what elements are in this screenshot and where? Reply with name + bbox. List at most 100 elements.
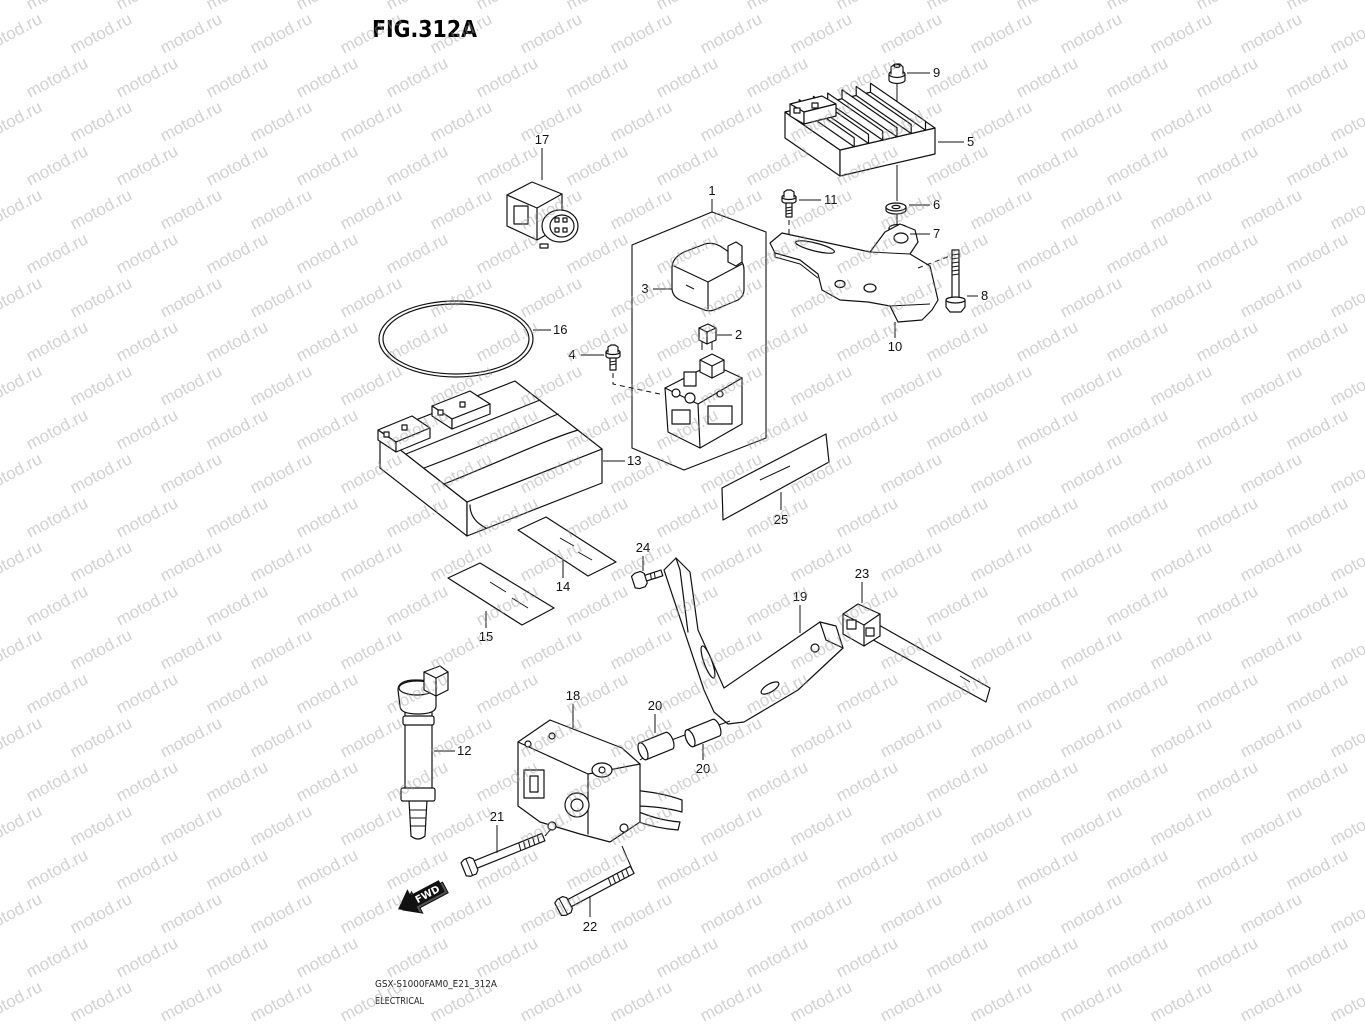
- callout-8: 8: [967, 288, 988, 303]
- callout-1: 1: [708, 183, 716, 212]
- callout-number: 18: [566, 688, 580, 703]
- watermark-text: motod.ru: [113, 405, 181, 453]
- watermark-text: motod.ru: [0, 9, 45, 57]
- watermark-text: motod.ru: [113, 933, 181, 981]
- watermark-text: motod.ru: [1103, 581, 1171, 629]
- watermark-text: motod.ru: [1103, 757, 1171, 805]
- watermark-text: motod.ru: [697, 97, 765, 145]
- watermark-text: motod.ru: [1057, 977, 1125, 1024]
- watermark-text: motod.ru: [113, 53, 181, 101]
- watermark-text: motod.ru: [877, 889, 945, 937]
- watermark-text: motod.ru: [293, 669, 361, 717]
- watermark-text: motod.ru: [1147, 9, 1215, 57]
- watermark-text: motod.ru: [427, 801, 495, 849]
- watermark-text: motod.ru: [1193, 845, 1261, 893]
- watermark-text: motod.ru: [1013, 581, 1081, 629]
- callout-number: 16: [553, 322, 567, 337]
- watermark-text: motod.ru: [0, 977, 45, 1024]
- dashed-assembly-line: [612, 373, 661, 395]
- callout-number: 15: [479, 629, 493, 644]
- watermark-text: motod.ru: [473, 933, 541, 981]
- callout-18: 18: [566, 688, 580, 728]
- watermark-text: motod.ru: [967, 273, 1035, 321]
- starter-relay: [664, 353, 743, 449]
- callout-16: 16: [533, 322, 567, 337]
- watermark-text: motod.ru: [877, 977, 945, 1024]
- watermark-text: motod.ru: [247, 97, 315, 145]
- callout-7: 7: [910, 226, 940, 241]
- watermark-text: motod.ru: [697, 889, 765, 937]
- watermark-text: motod.ru: [0, 537, 45, 585]
- watermark-text: motod.ru: [743, 53, 811, 101]
- watermark-text: motod.ru: [23, 845, 91, 893]
- watermark-text: motod.ru: [1327, 889, 1365, 937]
- watermark-text: motod.ru: [157, 625, 225, 673]
- watermark-text: motod.ru: [563, 933, 631, 981]
- watermark-text: motod.ru: [113, 141, 181, 189]
- watermark-text: motod.ru: [1147, 625, 1215, 673]
- watermark-text: motod.ru: [0, 581, 1, 629]
- callout-2: 2: [717, 327, 742, 342]
- part-23-clamp: [842, 603, 991, 703]
- watermark-text: motod.ru: [1327, 185, 1365, 233]
- part-20-collar-a: [637, 731, 675, 761]
- watermark-text: motod.ru: [1283, 933, 1351, 981]
- watermark-text: motod.ru: [203, 141, 271, 189]
- watermark-text: motod.ru: [1103, 317, 1171, 365]
- watermark-text: motod.ru: [1283, 141, 1351, 189]
- watermark-text: motod.ru: [383, 53, 451, 101]
- watermark-text: motod.ru: [157, 977, 225, 1024]
- callout-number: 7: [933, 226, 940, 241]
- watermark-text: motod.ru: [563, 53, 631, 101]
- watermark-text: motod.ru: [1193, 229, 1261, 277]
- callout-5: 5: [938, 134, 974, 149]
- callout-4: 4: [568, 347, 604, 362]
- watermark-text: motod.ru: [833, 669, 901, 717]
- watermark-text: motod.ru: [1283, 53, 1351, 101]
- watermark-text: motod.ru: [1193, 669, 1261, 717]
- watermark-text: motod.ru: [787, 9, 855, 57]
- watermark-text: motod.ru: [607, 185, 675, 233]
- watermark-text: motod.ru: [1237, 185, 1305, 233]
- watermark-text: motod.ru: [923, 757, 991, 805]
- watermark-text: motod.ru: [0, 361, 45, 409]
- watermark-text: motod.ru: [157, 9, 225, 57]
- watermark-text: motod.ru: [293, 317, 361, 365]
- watermark-text: motod.ru: [247, 801, 315, 849]
- watermark-text: motod.ru: [1237, 625, 1305, 673]
- watermark-text: motod.ru: [697, 9, 765, 57]
- callout-number: 24: [636, 540, 650, 555]
- part-16-band: [378, 300, 534, 378]
- watermark-text: motod.ru: [1013, 845, 1081, 893]
- fwd-arrow-icon: FWD: [398, 880, 449, 914]
- part-8-bolt: [945, 249, 966, 313]
- watermark-text: motod.ru: [0, 757, 1, 805]
- callout-number: 8: [981, 288, 988, 303]
- watermark-text: motod.ru: [653, 53, 721, 101]
- watermark-text: motod.ru: [293, 405, 361, 453]
- watermark-text: motod.ru: [1147, 537, 1215, 585]
- watermark-text: motod.ru: [0, 229, 1, 277]
- watermark-text: motod.ru: [1283, 845, 1351, 893]
- watermark-text: motod.ru: [67, 625, 135, 673]
- watermark-text: motod.ru: [0, 141, 1, 189]
- watermark-text: motod.ru: [787, 889, 855, 937]
- watermark-text: motod.ru: [113, 317, 181, 365]
- watermark-text: motod.ru: [23, 229, 91, 277]
- watermark-text: motod.ru: [923, 845, 991, 893]
- watermark-text: motod.ru: [743, 0, 811, 14]
- watermark-text: motod.ru: [157, 713, 225, 761]
- part-14-label: [517, 516, 617, 577]
- watermark-text: motod.ru: [1013, 669, 1081, 717]
- watermark-text: motod.ru: [67, 361, 135, 409]
- watermark-text: motod.ru: [247, 713, 315, 761]
- watermark-text: motod.ru: [517, 977, 585, 1024]
- watermark-text: motod.ru: [1283, 317, 1351, 365]
- watermark-text: motod.ru: [473, 317, 541, 365]
- watermark-text: motod.ru: [427, 273, 495, 321]
- watermark-text: motod.ru: [203, 53, 271, 101]
- watermark-text: motod.ru: [1237, 449, 1305, 497]
- watermark-text: motod.ru: [247, 185, 315, 233]
- watermark-text: motod.ru: [923, 933, 991, 981]
- watermark-text: motod.ru: [67, 97, 135, 145]
